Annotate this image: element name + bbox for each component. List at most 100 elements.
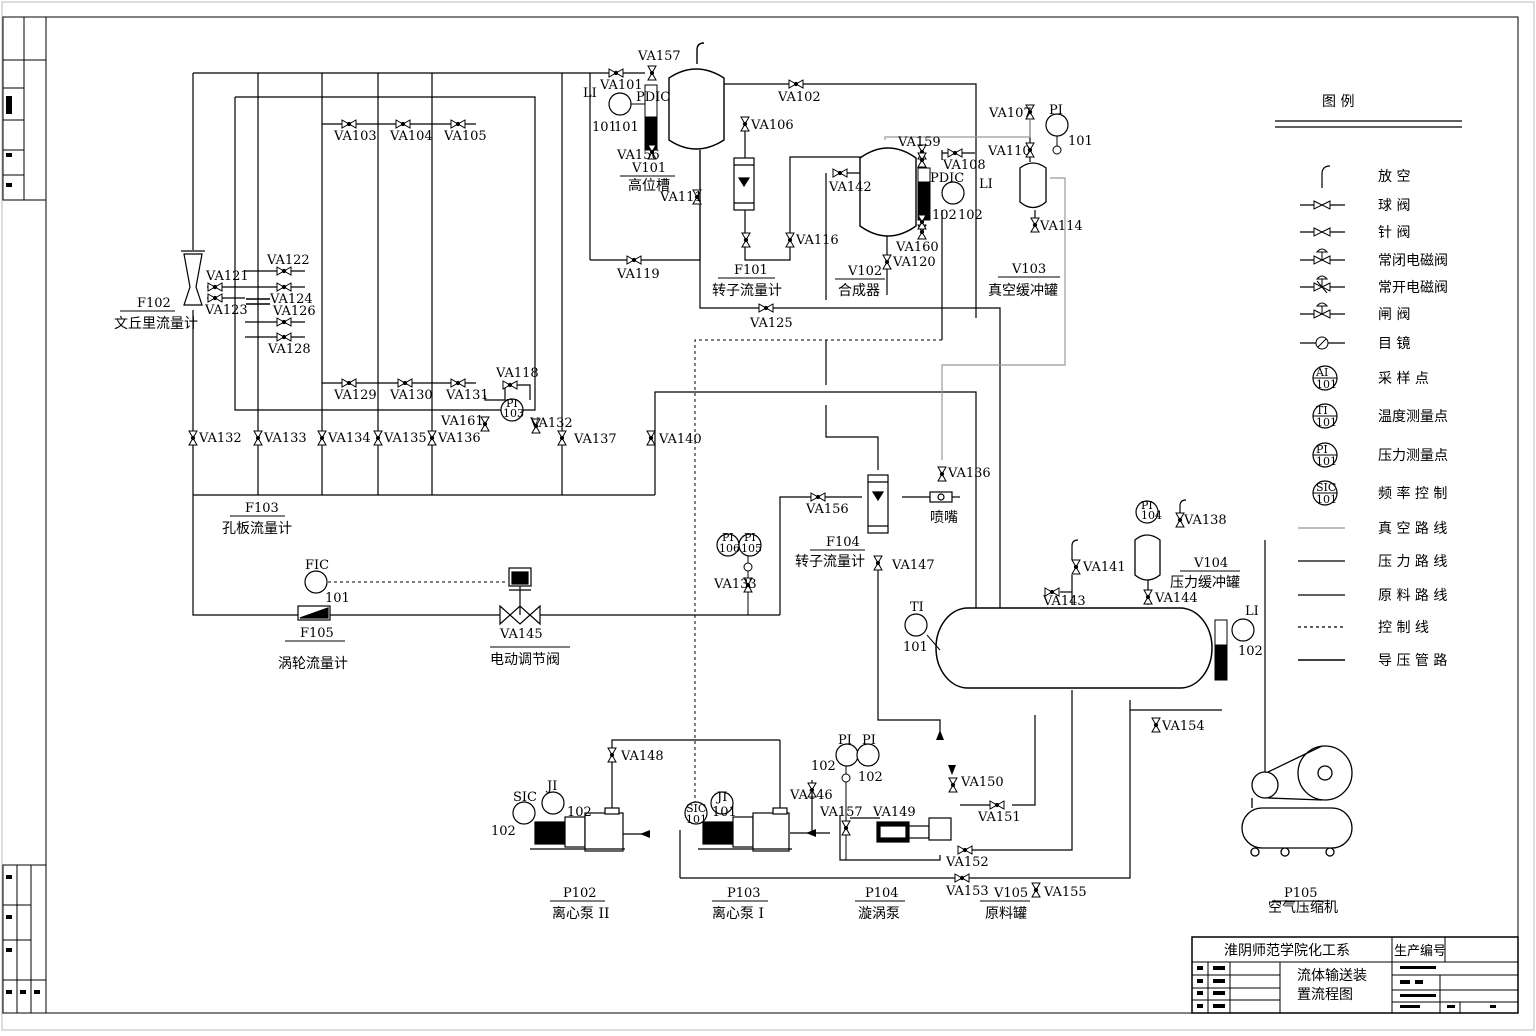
legend-tag-func: PI — [1316, 443, 1328, 456]
valve-tag-label: VA125 — [749, 316, 793, 331]
v102-tag: V102 — [847, 264, 882, 279]
f103-name: 孔板流量计 — [222, 521, 292, 537]
v101-high-tank — [668, 42, 725, 150]
va145-motorized-valve — [499, 567, 541, 626]
fic-func: FIC — [305, 558, 329, 573]
pi-104-func: PI — [1141, 499, 1153, 512]
valve-tag-label: VA153 — [945, 884, 989, 899]
valve-tag-label: VA123 — [204, 303, 248, 318]
pdic-102-num: 102 — [932, 208, 957, 223]
legend-tag-func: SIC — [1316, 481, 1336, 494]
title-block — [1191, 936, 1519, 1014]
ji-101-num: 101 — [712, 805, 737, 820]
sic-101-num: 101 — [686, 813, 707, 826]
ball-valve-icon — [373, 430, 383, 446]
f101-name: 转子流量计 — [712, 283, 782, 299]
valve-tag-label: VA146 — [789, 788, 833, 803]
ball-valve-icon — [607, 747, 617, 763]
ball-valve-icon — [873, 555, 883, 571]
valve-tag-label: VA108 — [942, 158, 986, 173]
valve-tag-label: VA116 — [795, 233, 839, 248]
production-no-label: 生产编号 — [1394, 944, 1446, 959]
pi-103-func: PI — [506, 397, 518, 410]
ball-valve-icon — [276, 317, 292, 327]
v103-name: 真空缓冲罐 — [988, 283, 1058, 299]
valve-tag-label: VA159 — [897, 135, 941, 150]
legend-item-label: 控 制 线 — [1378, 620, 1429, 636]
ball-valve-icon — [1044, 587, 1060, 597]
nozzle-name: 喷嘴 — [930, 510, 958, 526]
v103-vacuum-buffer — [1019, 162, 1047, 209]
valve-tag-label: VA119 — [616, 267, 660, 282]
ball-valve-icon — [788, 79, 804, 89]
needle-valve-icon — [1300, 227, 1345, 237]
ball-valve-icon — [1300, 200, 1345, 210]
pdic-101-func: PDIC — [636, 90, 670, 105]
ball-valve-icon — [253, 430, 263, 446]
li-102-num: 102 — [958, 208, 983, 223]
valve-tag-label: VA114 — [1039, 219, 1083, 234]
ball-valve-icon — [317, 430, 327, 446]
ball-valve-icon — [740, 116, 750, 132]
gate-valve-icon — [1300, 302, 1345, 319]
legend-title: 图 例 — [1322, 94, 1354, 110]
valve-tag-label: VA133 — [713, 577, 757, 592]
p105-tag: P105 — [1284, 886, 1318, 901]
ball-valve-icon — [758, 303, 774, 313]
valve-tag-label: VA136 — [947, 466, 991, 481]
legend-item-label: 常开电磁阀 — [1378, 280, 1448, 296]
nozzle — [929, 491, 953, 503]
li-102-func: LI — [979, 177, 993, 192]
valve-tag-label: VA140 — [658, 432, 702, 447]
school-name: 淮阴师范学院化工系 — [1224, 942, 1350, 959]
f105-tag: F105 — [300, 626, 334, 641]
ball-valve-icon — [917, 152, 927, 168]
pi-103-num: 103 — [503, 407, 524, 420]
valve-tag-label: VA118 — [495, 366, 539, 381]
ball-valve-icon — [841, 820, 851, 836]
ball-valve-icon — [741, 232, 751, 248]
v101-name: 高位槽 — [628, 177, 670, 194]
legend-item-label: 针 阀 — [1378, 225, 1410, 241]
valve-tag-label: VA122 — [266, 253, 310, 268]
sic-102-func: SIC — [513, 790, 537, 805]
ti-num: 101 — [903, 640, 928, 655]
valve-tag-label: VA129 — [333, 388, 377, 403]
valve-tag-label: VA142 — [828, 180, 872, 195]
equipment-underlines — [120, 175, 1330, 902]
ball-valve-icon — [207, 282, 223, 292]
valve-symbols — [188, 65, 1185, 898]
instrument-labels: LI 101 PDIC 101 PI 101 PDIC 102 LI 102 F… — [305, 86, 1263, 839]
control-lines — [328, 310, 943, 810]
instrument-bubbles — [304, 92, 1255, 825]
f104-rotameter — [867, 474, 889, 534]
process-lines — [192, 72, 1266, 879]
ball-valve-icon — [608, 68, 624, 78]
legend-tag-num: 101 — [1316, 378, 1337, 391]
f105-turbine-meter — [297, 605, 331, 621]
level-gauges — [644, 84, 1228, 681]
ji-101-func: JI — [715, 790, 727, 805]
ball-valve-icon — [989, 800, 1005, 810]
p103-centrifugal-pump — [698, 807, 792, 852]
legend-item-label: 常闭电磁阀 — [1378, 253, 1448, 269]
v102-name: 合成器 — [838, 283, 880, 299]
pi-102a-num: 102 — [811, 759, 836, 774]
li-105-func: LI — [1245, 604, 1259, 619]
valve-tag-label: VA156 — [805, 502, 849, 517]
no-solenoid-valve-icon — [1300, 275, 1345, 294]
ball-valve-icon — [1175, 512, 1185, 528]
ball-valve-icon — [647, 144, 657, 160]
valve-tag-label: VA141 — [1082, 560, 1126, 575]
ji-102-num: 102 — [567, 805, 592, 820]
p104-vortex-pump — [876, 817, 952, 843]
v104-pressure-buffer — [1134, 534, 1161, 581]
ball-valve-icon — [188, 430, 198, 446]
ball-valve-icon — [948, 777, 958, 793]
pi-105-func: PI — [744, 531, 756, 544]
valve-tag-label: VA130 — [389, 388, 433, 403]
valve-tag-label: VA104 — [389, 129, 433, 144]
drawing-title-line1: 流体输送装 — [1297, 968, 1367, 984]
ball-valve-icon — [1143, 589, 1153, 605]
